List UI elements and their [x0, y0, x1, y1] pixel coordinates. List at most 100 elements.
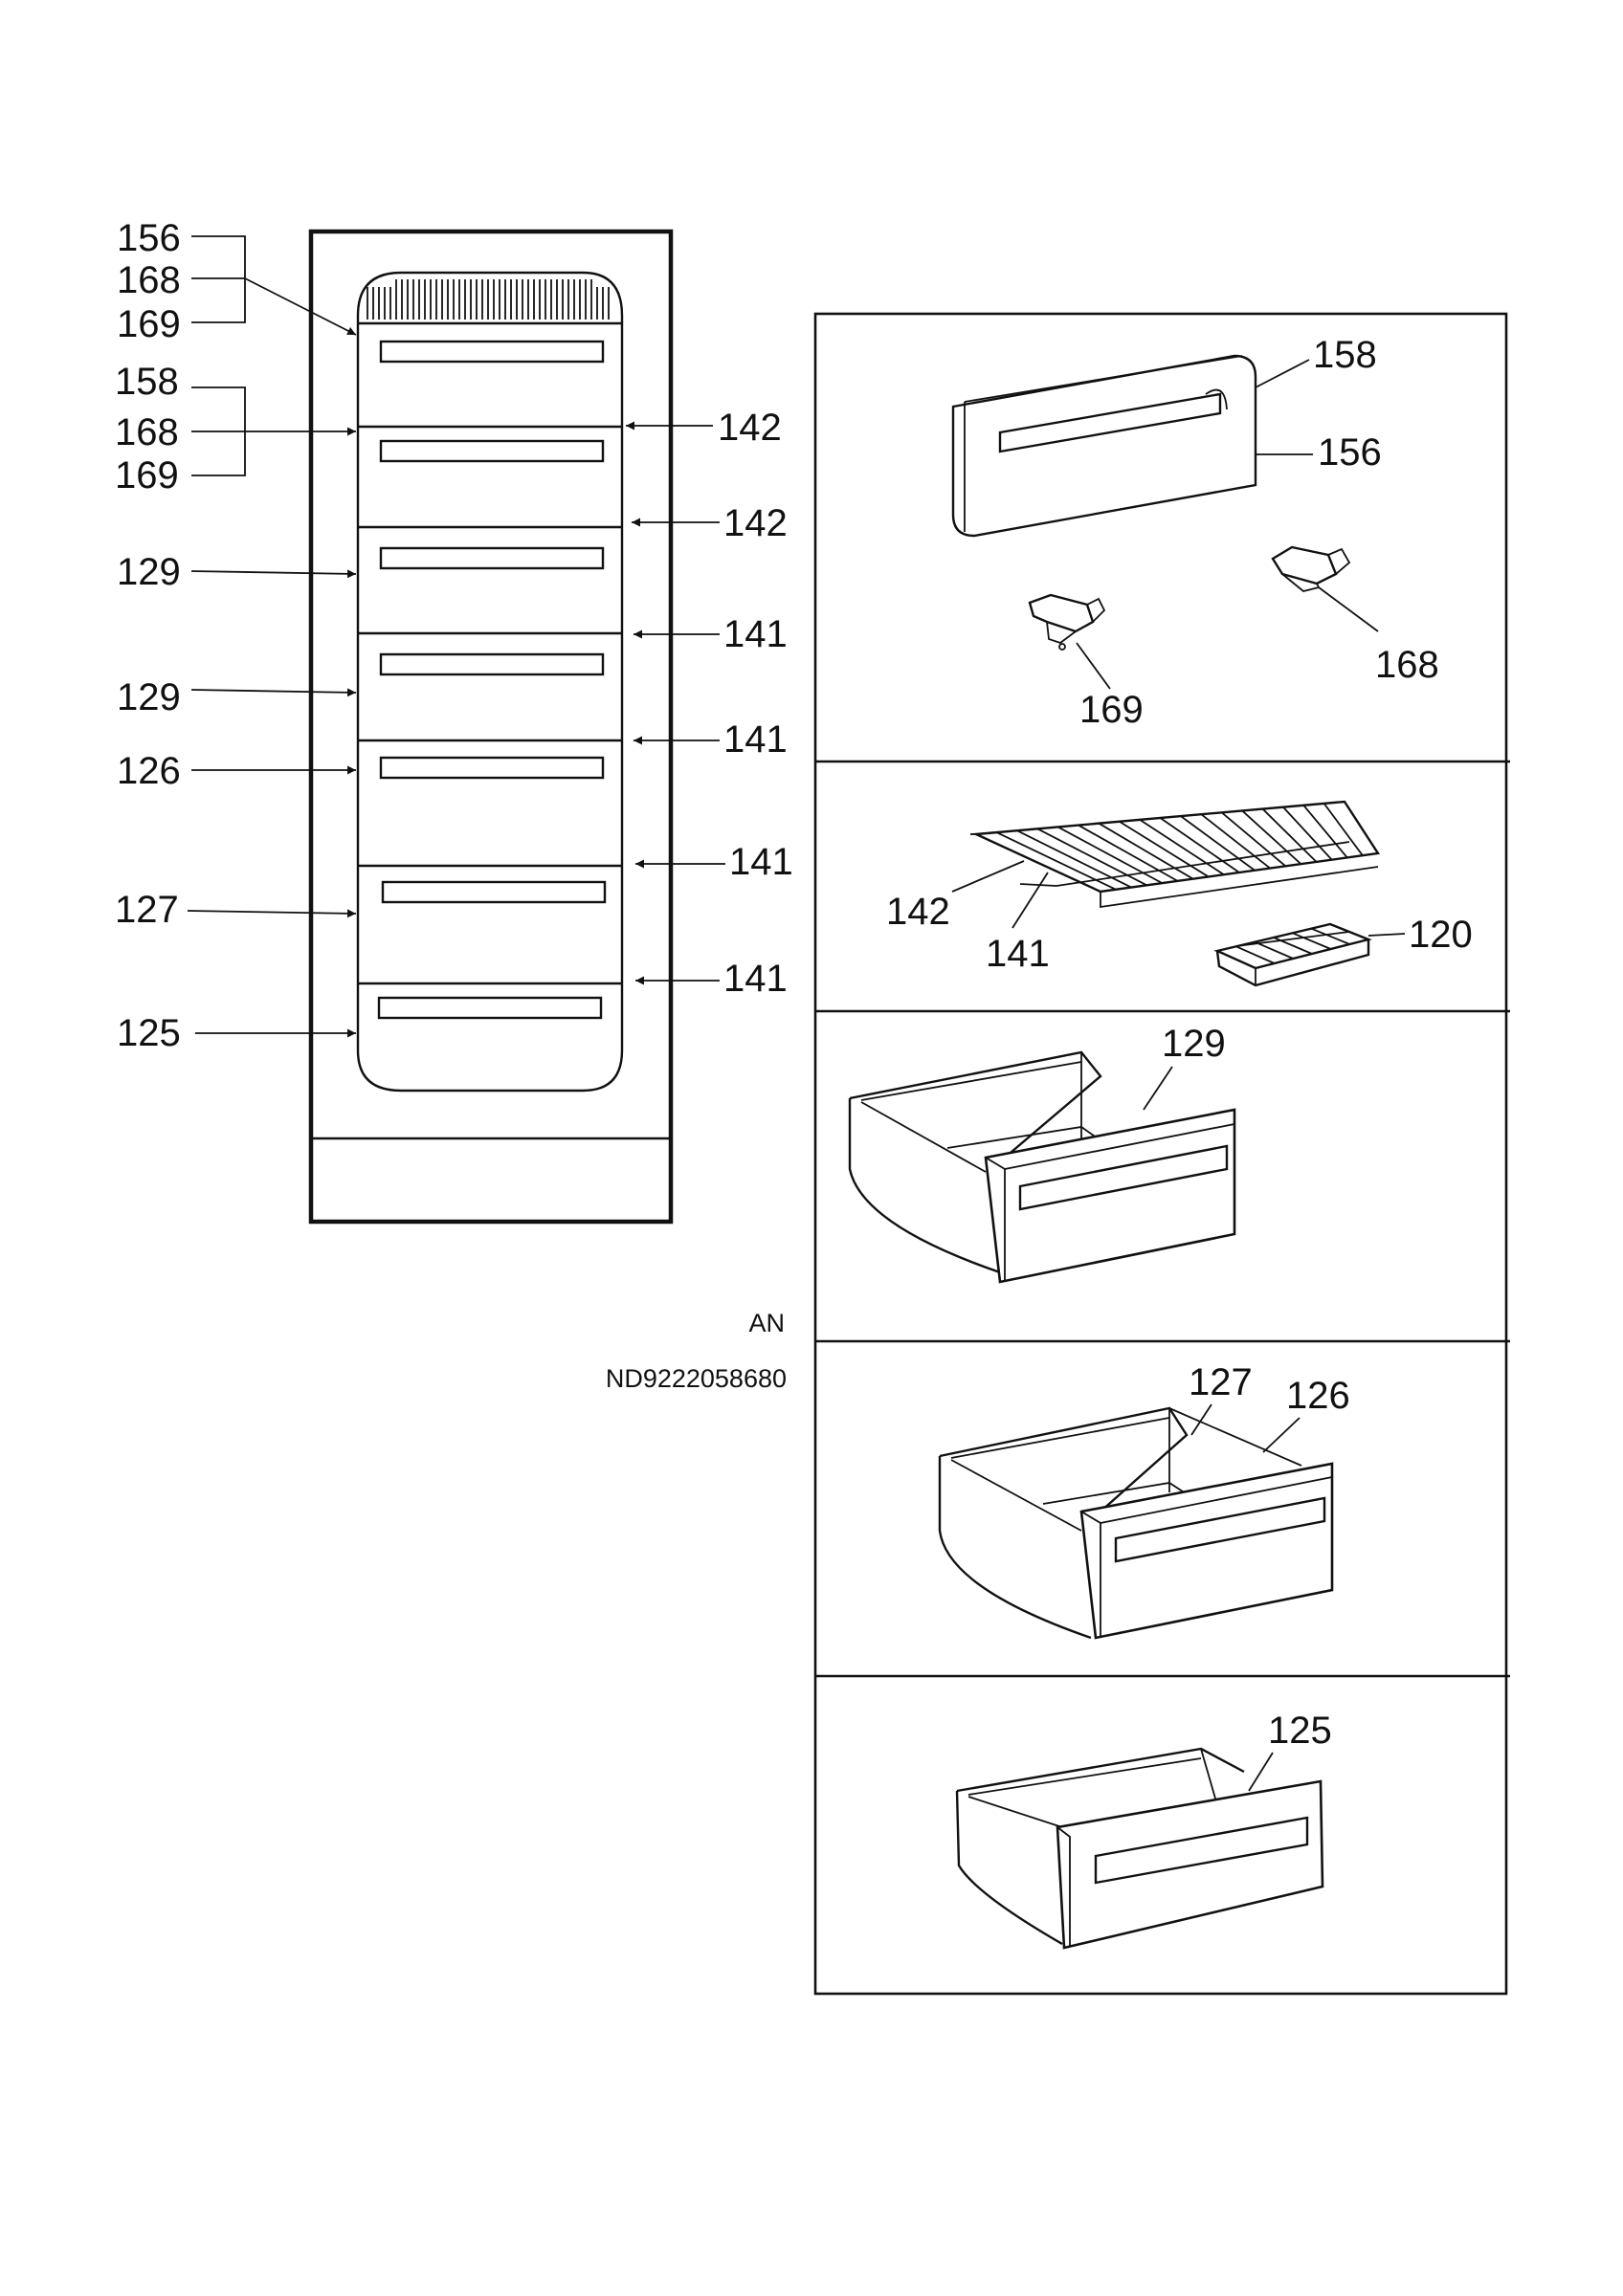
drawer-back — [1200, 1748, 1216, 1799]
leader-arrow — [244, 277, 357, 336]
drawer-front-top — [1004, 1123, 1235, 1170]
shelf-wire — [1057, 826, 1163, 884]
drawer-handle — [381, 880, 607, 904]
leader-arrow — [190, 688, 357, 697]
bracket — [191, 235, 246, 323]
leader-line — [1367, 933, 1406, 937]
hinge-body — [1028, 593, 1095, 633]
label-129: 129 — [1162, 1023, 1226, 1065]
shelf-wire — [1159, 817, 1240, 873]
shelf-wire — [1221, 811, 1286, 868]
hinge-tab — [1046, 621, 1077, 645]
hinge-lug — [1086, 597, 1106, 623]
door-front-top-edge — [964, 355, 1243, 403]
leader-line — [1255, 359, 1310, 388]
label-125: 125 — [117, 1012, 181, 1054]
label-126: 126 — [1286, 1375, 1350, 1417]
leader-line — [1248, 1752, 1274, 1792]
drawer-handle — [379, 340, 605, 364]
drawer-rim-inner — [950, 1417, 1170, 1459]
drawer-side — [848, 1098, 1001, 1274]
label-168: 168 — [117, 259, 181, 301]
label-126: 126 — [117, 750, 181, 792]
drawer-handle — [379, 652, 605, 676]
footer-doc-number: ND9222058680 — [606, 1364, 787, 1393]
top-grille — [367, 279, 610, 320]
hinge-body — [1271, 545, 1338, 585]
drawer-handle — [379, 439, 605, 463]
label-141: 141 — [723, 718, 788, 761]
label-169: 169 — [117, 303, 181, 345]
door-handle-recess — [998, 392, 1222, 453]
leader-line — [1318, 586, 1379, 632]
label-141: 141 — [723, 613, 788, 655]
drawer-side — [938, 1456, 1092, 1640]
tray-cell-divider — [1310, 927, 1350, 945]
drawer-rim-inner — [860, 1061, 1082, 1101]
shelf-wire — [1261, 807, 1318, 863]
door-group-1-callout: 156 168 169 — [117, 217, 357, 345]
leader-line — [951, 860, 1025, 893]
drawer-rim — [849, 1050, 1102, 1159]
drawer-front-top — [1100, 1476, 1333, 1524]
drawer-fronts — [358, 340, 622, 1020]
label-168: 168 — [1375, 644, 1439, 686]
ice-tray-divider — [1235, 931, 1350, 947]
drawer-side-inner — [967, 1796, 1063, 1828]
label-141: 141 — [729, 841, 793, 883]
parts-panels: 158 156 169 168 — [813, 312, 1510, 1996]
drawer-rim — [956, 1747, 1245, 1793]
label-142: 142 — [718, 407, 782, 449]
door-handle-curve — [1205, 388, 1228, 410]
leader-line — [1143, 1066, 1173, 1111]
shelf-wires — [996, 803, 1364, 891]
drawer-handle — [379, 546, 605, 570]
label-142: 142 — [886, 891, 950, 933]
ice-tray-part: 120 — [1213, 914, 1473, 987]
label-129: 129 — [117, 551, 181, 593]
drawer-callouts-left: 129 129 126 127 125 — [115, 551, 357, 1054]
leader-line — [1190, 1403, 1212, 1436]
label-127: 127 — [1189, 1361, 1253, 1403]
label-169: 169 — [115, 454, 179, 497]
drawer-side-inner — [860, 1101, 987, 1173]
tray-cell-divider — [1273, 937, 1313, 955]
drawer-side — [955, 1790, 1063, 1946]
label-142: 142 — [723, 502, 788, 544]
shelf-wire — [1302, 805, 1348, 859]
drawer-rim — [939, 1406, 1189, 1512]
footer-code: AN — [748, 1309, 785, 1337]
hinge-tab — [1281, 573, 1321, 592]
label-169: 169 — [1079, 689, 1144, 731]
shelf-wire — [1139, 819, 1225, 875]
shelf-callouts-right: 142 142 141 141 141 141 — [626, 407, 793, 1000]
label-141: 141 — [723, 958, 788, 1000]
shelf-rail — [1056, 841, 1350, 887]
leader-arrow — [190, 569, 357, 579]
freezer-cabinet: 156 168 169 158 168 169 129 129 126 127 … — [115, 217, 793, 1225]
drawer-rim-inner — [967, 1757, 1202, 1796]
panel-shelf: 142 141 120 — [886, 800, 1473, 987]
label-129: 129 — [117, 676, 181, 718]
drawer-front-side — [1056, 1826, 1071, 1946]
drawer-rim-right — [1168, 1407, 1302, 1467]
freezer-compartment — [356, 271, 624, 1093]
hinge-lug — [1327, 547, 1351, 575]
hinge-pin — [1058, 643, 1066, 651]
leader-line — [1012, 872, 1049, 929]
tray-cell-divider — [1292, 932, 1332, 950]
label-127: 127 — [115, 889, 179, 931]
hinge-168-part: 168 — [1271, 545, 1439, 686]
shelf-wire — [1098, 822, 1194, 880]
panels-frame — [813, 312, 1508, 1996]
label-168: 168 — [115, 411, 179, 453]
drawer-handle-recess — [1114, 1496, 1326, 1563]
drawer-front-panel — [1079, 1462, 1334, 1640]
shelf-wire — [1241, 809, 1302, 865]
shelf-wire — [1119, 821, 1210, 878]
label-156: 156 — [117, 217, 181, 259]
cabinet-outline — [308, 229, 674, 1225]
drawer-side-inner — [950, 1459, 1082, 1532]
panel-door-front: 158 156 169 168 — [951, 334, 1439, 731]
